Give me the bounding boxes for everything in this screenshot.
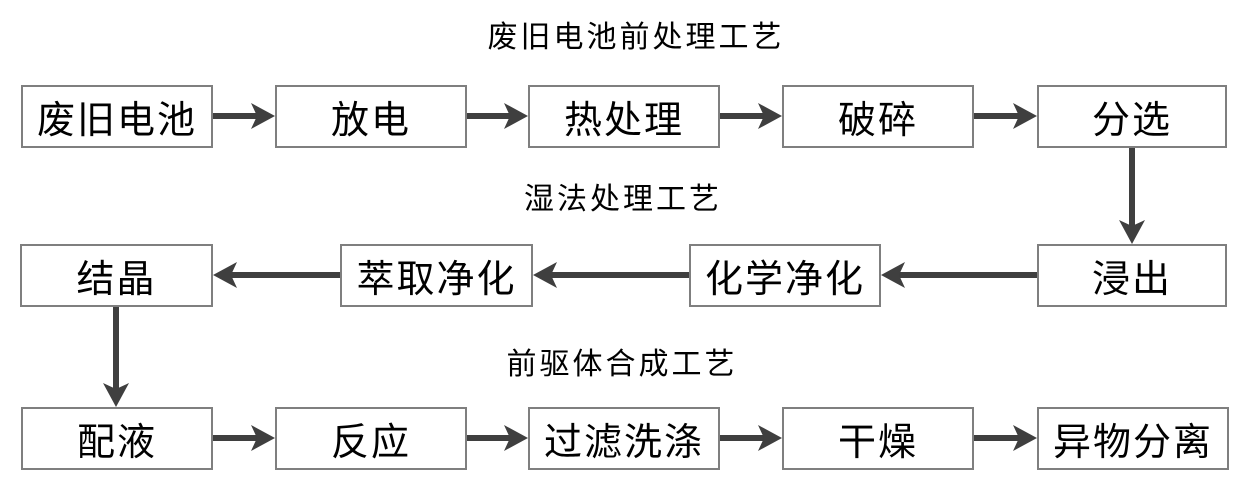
flow-node-label: 过滤洗涤 xyxy=(543,422,704,464)
flow-node-filter-washing: 过滤洗涤 xyxy=(528,407,720,470)
flow-node-extraction-purification: 萃取净化 xyxy=(340,244,533,307)
flow-node-chemical-purification: 化学净化 xyxy=(689,244,881,307)
arrow-sorting-to-leaching xyxy=(1119,148,1145,244)
flow-node-reaction: 反应 xyxy=(275,407,467,470)
section-title-precursor-synthesis: 前驱体合成工艺 xyxy=(506,348,738,381)
arrow-waste-battery-to-discharge xyxy=(213,103,275,129)
arrow-crystallization-to-solution-preparation xyxy=(103,307,129,407)
flow-node-label: 配液 xyxy=(76,422,157,464)
flow-node-label: 热处理 xyxy=(563,100,684,142)
arrow-reaction-to-filter-washing xyxy=(467,425,528,451)
arrow-extraction-purification-to-crystallization xyxy=(213,262,340,288)
flow-node-waste-battery: 废旧电池 xyxy=(21,85,213,148)
flow-node-impurity-separation: 异物分离 xyxy=(1037,407,1229,470)
flow-node-label: 废旧电池 xyxy=(36,100,197,142)
arrow-solution-preparation-to-reaction xyxy=(213,425,275,451)
flow-node-label: 干燥 xyxy=(837,422,918,464)
flow-node-label: 分选 xyxy=(1091,100,1172,142)
arrow-heat-treatment-to-crushing xyxy=(720,103,782,129)
arrow-leaching-to-chemical-purification xyxy=(881,262,1037,288)
flow-node-label: 反应 xyxy=(330,422,411,464)
flow-node-label: 破碎 xyxy=(837,100,918,142)
flow-node-solution-preparation: 配液 xyxy=(21,407,213,470)
flow-node-label: 化学净化 xyxy=(704,259,865,301)
flow-node-label: 浸出 xyxy=(1091,259,1172,301)
arrow-crushing-to-sorting xyxy=(974,103,1037,129)
arrow-filter-washing-to-drying xyxy=(720,425,782,451)
section-title-pretreatment: 废旧电池前处理工艺 xyxy=(487,21,785,54)
flow-node-label: 放电 xyxy=(330,100,411,142)
arrow-chemical-purification-to-extraction-purification xyxy=(533,262,689,288)
flow-node-drying: 干燥 xyxy=(782,407,974,470)
flow-node-crystallization: 结晶 xyxy=(20,244,213,307)
arrow-drying-to-impurity-separation xyxy=(974,425,1037,451)
flow-node-heat-treatment: 热处理 xyxy=(528,85,720,148)
flow-node-label: 萃取净化 xyxy=(356,259,517,301)
flow-node-crushing: 破碎 xyxy=(782,85,974,148)
flow-node-discharge: 放电 xyxy=(275,85,467,148)
flow-node-label: 异物分离 xyxy=(1052,422,1213,464)
flow-node-leaching: 浸出 xyxy=(1037,244,1227,307)
arrow-discharge-to-heat-treatment xyxy=(467,103,528,129)
section-title-wet-processing: 湿法处理工艺 xyxy=(524,183,722,216)
flow-node-sorting: 分选 xyxy=(1037,85,1227,148)
flow-node-label: 结晶 xyxy=(76,259,157,301)
